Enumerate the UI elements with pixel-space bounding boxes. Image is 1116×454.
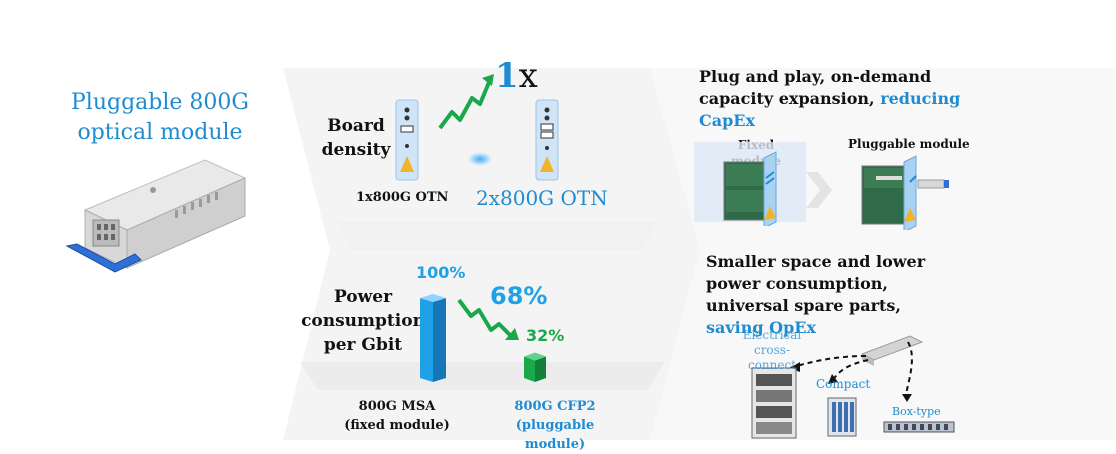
board-density-line1: Board bbox=[327, 116, 385, 136]
spare-parts-diagram bbox=[751, 335, 955, 439]
bar-label-cfp2: 32% bbox=[526, 326, 565, 345]
smaller-space-text: Smaller space and lower power consumptio… bbox=[706, 251, 976, 339]
category-cfp2-line1: 800G CFP2 bbox=[514, 399, 596, 414]
bar-cfp2 bbox=[524, 352, 546, 382]
board-card-double bbox=[535, 99, 559, 181]
category-cfp2-line3: module) bbox=[524, 437, 586, 452]
module-title-line1: Pluggable 800G bbox=[71, 90, 249, 115]
category-msa-line2: (fixed module) bbox=[344, 418, 450, 433]
smaller-line1: Smaller space and lower bbox=[706, 252, 926, 271]
board-density-label: Board density bbox=[318, 114, 394, 162]
pluggable-module-label: Pluggable module bbox=[848, 137, 970, 151]
bar-label-msa: 100% bbox=[416, 263, 466, 282]
board-card-single bbox=[395, 99, 419, 181]
plug-highlight-a: reducing bbox=[880, 89, 961, 108]
glow-arrow bbox=[468, 152, 492, 166]
power-label-line2: consumption bbox=[301, 311, 425, 331]
plug-and-play-text: Plug and play, on-demand capacity expans… bbox=[699, 66, 999, 132]
pluggable-module-board bbox=[861, 155, 949, 230]
electrical-cross-connect-label: Electrical cross- connect bbox=[730, 328, 814, 373]
category-cfp2-line2: (pluggable bbox=[515, 418, 595, 433]
power-label: Power consumption per Gbit bbox=[300, 285, 426, 357]
otn-before-label: 1x800G OTN bbox=[356, 190, 449, 205]
otn-after-label: 2x800G OTN bbox=[476, 186, 608, 210]
density-increase-arrow bbox=[438, 74, 494, 130]
category-cfp2: 800G CFP2 (pluggable module) bbox=[500, 397, 610, 454]
plug-line1: Plug and play, on-demand bbox=[699, 67, 932, 86]
ecc-line1: Electrical bbox=[742, 328, 802, 342]
plug-line2: capacity expansion, bbox=[699, 89, 881, 108]
power-label-line3: per Gbit bbox=[323, 335, 403, 355]
box-type-label: Box-type bbox=[892, 405, 941, 418]
ecc-line3: connect bbox=[747, 358, 797, 372]
power-decrease-arrow bbox=[457, 298, 519, 340]
board-density-line2: density bbox=[321, 140, 391, 160]
smaller-line3: universal spare parts, bbox=[706, 296, 901, 315]
reduction-label: 68% bbox=[490, 282, 548, 310]
compact-label: Compact bbox=[816, 377, 871, 391]
power-bar-chart bbox=[420, 294, 546, 382]
fixed-module-board bbox=[694, 142, 806, 226]
bar-msa bbox=[420, 294, 446, 382]
smaller-highlight: saving OpEx bbox=[706, 318, 816, 337]
pluggable-module-image bbox=[65, 159, 247, 273]
power-label-line1: Power bbox=[333, 287, 393, 307]
smaller-line2: power consumption, bbox=[706, 274, 888, 293]
density-multiplier-unit: x bbox=[518, 56, 538, 96]
transition-chevron bbox=[806, 172, 832, 208]
module-title-line2: optical module bbox=[77, 120, 243, 145]
module-title: Pluggable 800G optical module bbox=[40, 88, 280, 148]
category-msa: 800G MSA (fixed module) bbox=[344, 397, 450, 435]
plug-highlight-b: CapEx bbox=[699, 111, 756, 130]
density-multiplier: 1x bbox=[495, 56, 538, 96]
ecc-line2: cross- bbox=[753, 343, 791, 357]
density-multiplier-value: 1 bbox=[495, 56, 519, 96]
category-msa-line1: 800G MSA bbox=[358, 399, 436, 414]
